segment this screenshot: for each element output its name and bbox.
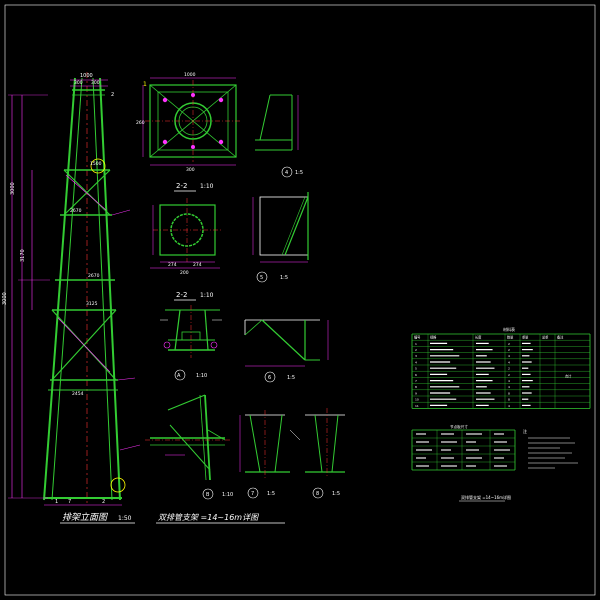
- detail-7-scale: 1:5: [267, 491, 275, 497]
- detail-6-marker: [264, 371, 276, 383]
- table-cell: 10: [415, 398, 419, 402]
- table-header-cell: 编号: [414, 335, 420, 340]
- detail-6-scale: 1:5: [287, 375, 295, 381]
- section-a-scale: 1:10: [200, 183, 214, 190]
- notes-lines: [528, 437, 578, 469]
- detail-5-label: 5: [260, 275, 263, 281]
- elev-right-dim-4: 3125: [86, 301, 98, 307]
- detail-7-label: 7: [251, 491, 254, 497]
- elev-bottom-dim-3: 2: [102, 499, 105, 505]
- table-cell: 2: [508, 373, 510, 377]
- table-header-cell: 备注: [557, 335, 564, 340]
- detail-a-scale: 1:10: [196, 373, 207, 379]
- elev-left-dim-1: 3000: [10, 182, 16, 195]
- detail-a-marker: [174, 369, 186, 381]
- table-cell: 8: [508, 391, 510, 395]
- plan-dim-2: 260: [136, 120, 145, 126]
- elevation-view: [8, 72, 141, 506]
- node-plate-table-title: 节点板尺寸: [450, 424, 468, 429]
- detail-b-marker: [202, 488, 214, 500]
- plan-view: [142, 77, 241, 166]
- section-circle-view: [150, 198, 222, 269]
- right-caption: 双排管支架 =14~16m详图: [461, 494, 511, 500]
- elevation-title: 排架立面图: [62, 512, 109, 523]
- plate-dim-2: 274: [193, 262, 202, 268]
- table-cell: 2: [508, 342, 510, 346]
- table-cell: 8: [415, 385, 417, 389]
- elev-top-dim-3: 300: [91, 80, 100, 86]
- table-cell: 3: [415, 354, 417, 358]
- detail-6-label: 6: [268, 375, 271, 381]
- table-cell: 9: [415, 391, 417, 395]
- plate-dim-3: 200: [180, 270, 189, 276]
- elev-top-dim-2: 300: [74, 80, 83, 86]
- table-cell: 6: [415, 373, 417, 377]
- detail-4-marker: [281, 166, 293, 178]
- table-cell: 4: [508, 354, 510, 358]
- plan-dim-3: 300: [186, 167, 195, 173]
- elev-right-dim-3: 2670: [70, 208, 82, 214]
- drawing-border: [4, 4, 596, 596]
- detail-6: [244, 319, 329, 367]
- detail-a: [160, 305, 222, 358]
- plate-dim-1: 274: [168, 262, 177, 268]
- table-header-cell: 数量: [507, 335, 514, 340]
- elev-top-callout: 2: [111, 92, 114, 98]
- detail-7: [239, 410, 301, 478]
- elev-bottom-dim-1: 1: [55, 499, 58, 505]
- detail-8-marker: [312, 487, 324, 499]
- table-header-cell: 总重: [542, 335, 549, 340]
- table-cell: 4: [508, 360, 510, 364]
- elev-right-dim-5: 2454: [72, 391, 84, 397]
- table-cell: 7: [415, 379, 417, 383]
- table-header-cell: 长度: [475, 335, 482, 340]
- detail-b: [145, 394, 230, 481]
- plan-dim-1: 1000: [184, 72, 196, 78]
- table-cell: 4: [508, 379, 510, 383]
- detail-8-label: 8: [316, 491, 319, 497]
- detail-8: [305, 408, 345, 478]
- notes-title: 注: [523, 428, 527, 434]
- table-side-note: 合计: [565, 373, 572, 378]
- table-cell: 2: [415, 348, 417, 352]
- table-cell: 4: [415, 360, 417, 364]
- elev-left-dim-3: 3000: [2, 292, 8, 305]
- detail-a-label: A: [177, 373, 181, 379]
- table-cell: 8: [508, 398, 510, 402]
- elev-right-dim-1: 2670: [88, 273, 100, 279]
- detail-b-label: B: [206, 492, 210, 498]
- elev-right-dim-2: 1500: [90, 161, 102, 167]
- detail-5-scale: 1:5: [280, 275, 288, 281]
- material-table-title: 材料表: [503, 326, 515, 332]
- detail-b-scale: 1:10: [222, 492, 233, 498]
- elev-left-dim-2: 3170: [20, 249, 26, 262]
- section-b-title: 2-2: [176, 291, 187, 299]
- plan-callout: 1: [143, 81, 147, 88]
- table-header-cell: 规格: [430, 335, 437, 340]
- material-table: 编号 规格 长度 数量 重量 总重 备注 1 2 2 2 3 4 4 4 5 2 6 2 7 4 8 4 9 8 10 8 11 4 合计: [411, 333, 591, 409]
- elevation-scale: 1:50: [118, 515, 132, 522]
- table-cell: 4: [508, 385, 510, 389]
- node-plate-table: [411, 429, 516, 471]
- detail-8-scale: 1:5: [332, 491, 340, 497]
- table-cell: 4: [508, 404, 510, 408]
- table-cell: 1: [415, 342, 417, 346]
- detail-5: [252, 192, 309, 263]
- section-b-scale: 1:10: [200, 292, 214, 299]
- table-cell: 5: [415, 367, 417, 371]
- detail-7-marker: [247, 487, 259, 499]
- detail-4: [255, 94, 299, 151]
- detail-5-marker: [256, 271, 268, 283]
- elev-top-dim-1: 1000: [80, 73, 93, 79]
- table-cell: 2: [508, 367, 510, 371]
- detail-4-label: 4: [285, 170, 288, 176]
- table-cell: 11: [415, 404, 419, 408]
- elev-bottom-dim-2: 7: [68, 499, 71, 505]
- detail-4-scale: 1:5: [295, 170, 303, 176]
- drawing-subtitle: 双排管支架 =14~16m详图: [158, 513, 259, 522]
- table-cell: 2: [508, 348, 510, 352]
- section-a-title: 2-2: [176, 182, 187, 190]
- table-header-cell: 重量: [522, 335, 529, 340]
